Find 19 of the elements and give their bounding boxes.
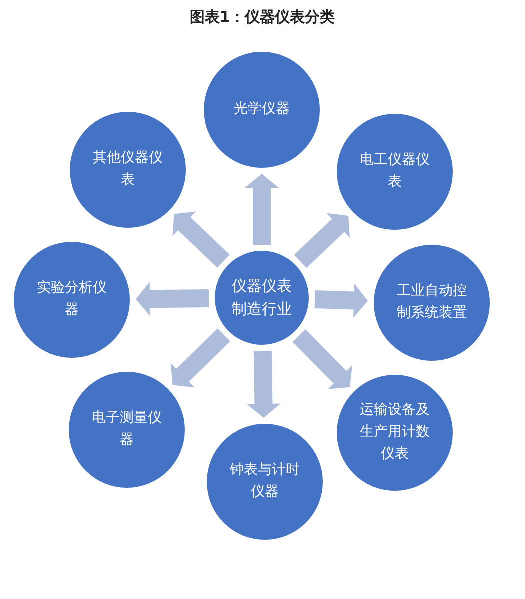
category-label: 光学仪器 — [233, 100, 291, 120]
category-label: 运输设备及生产用计数仪表 — [359, 401, 431, 464]
diagram-title: 图表1：仪器仪表分类 — [188, 8, 336, 27]
category-label: 实验分析仪器 — [36, 279, 108, 320]
category-label: 其他仪器仪表 — [92, 149, 164, 190]
block-arrow — [245, 174, 279, 245]
category-label: 仪器仪表制造行业 — [232, 276, 292, 320]
block-arrow — [170, 328, 230, 388]
category-label: 电工仪器仪表 — [359, 151, 431, 192]
block-arrow — [292, 329, 352, 390]
category-label: 工业自动控制系统装置 — [396, 282, 468, 323]
block-arrow — [314, 284, 368, 318]
block-arrow — [246, 350, 281, 418]
category-label: 电子测量仪器 — [91, 409, 163, 450]
category-label: 钟表与计时仪器 — [229, 461, 301, 502]
block-arrow — [294, 213, 350, 268]
block-arrow — [172, 212, 230, 268]
category-circle — [215, 251, 309, 345]
block-arrow — [136, 282, 210, 316]
